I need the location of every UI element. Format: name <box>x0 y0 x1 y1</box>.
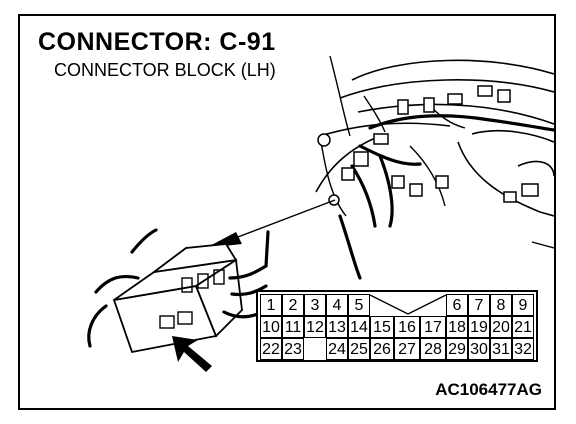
pin-cell: 23 <box>282 338 304 360</box>
pin-layout-table: 1 2 3 4 5 6 7 8 9 10 11 12 13 14 15 16 1… <box>256 290 538 362</box>
pin-cell: 6 <box>446 294 468 316</box>
pin-cell: 19 <box>468 316 490 338</box>
pin-cell: 1 <box>260 294 282 316</box>
pin-cell: 24 <box>326 338 348 360</box>
pin-cell: 26 <box>370 338 394 360</box>
pin-cell: 18 <box>446 316 468 338</box>
pin-cell: 21 <box>512 316 534 338</box>
pin-cell: 13 <box>326 316 348 338</box>
pin-cell: 29 <box>446 338 468 360</box>
connector-subtitle: CONNECTOR BLOCK (LH) <box>54 60 276 80</box>
pin-cell: 4 <box>326 294 348 316</box>
pin-cell: 28 <box>420 338 446 360</box>
pin-cell: 20 <box>490 316 512 338</box>
pin-cell: 30 <box>468 338 490 360</box>
pin-cell: 32 <box>512 338 534 360</box>
pin-cell: 5 <box>348 294 370 316</box>
figure-code: AC106477AG <box>435 380 542 399</box>
pin-cell: 2 <box>282 294 304 316</box>
pin-cell: 31 <box>490 338 512 360</box>
pin-cell: 7 <box>468 294 490 316</box>
pin-cell: 3 <box>304 294 326 316</box>
pin-cell: 8 <box>490 294 512 316</box>
pin-cell: 22 <box>260 338 282 360</box>
dashboard-illustration <box>87 55 554 372</box>
pin-cell: 16 <box>394 316 420 338</box>
key-notch-shape <box>369 294 447 315</box>
diagram-frame: CONNECTOR: C-91 CONNECTOR BLOCK (LH) 1 2… <box>18 14 556 410</box>
pin-cell: 17 <box>420 316 446 338</box>
pin-cell: 11 <box>282 316 304 338</box>
pin-cell: 15 <box>370 316 394 338</box>
key-notch <box>369 294 447 316</box>
pin-cell: 27 <box>394 338 420 360</box>
connector-title: CONNECTOR: C-91 <box>38 28 276 56</box>
pin-cell: 12 <box>304 316 326 338</box>
pin-cell: 10 <box>260 316 282 338</box>
pin-cell: 9 <box>512 294 534 316</box>
pin-cell: 14 <box>348 316 370 338</box>
pin-cell: 25 <box>348 338 370 360</box>
